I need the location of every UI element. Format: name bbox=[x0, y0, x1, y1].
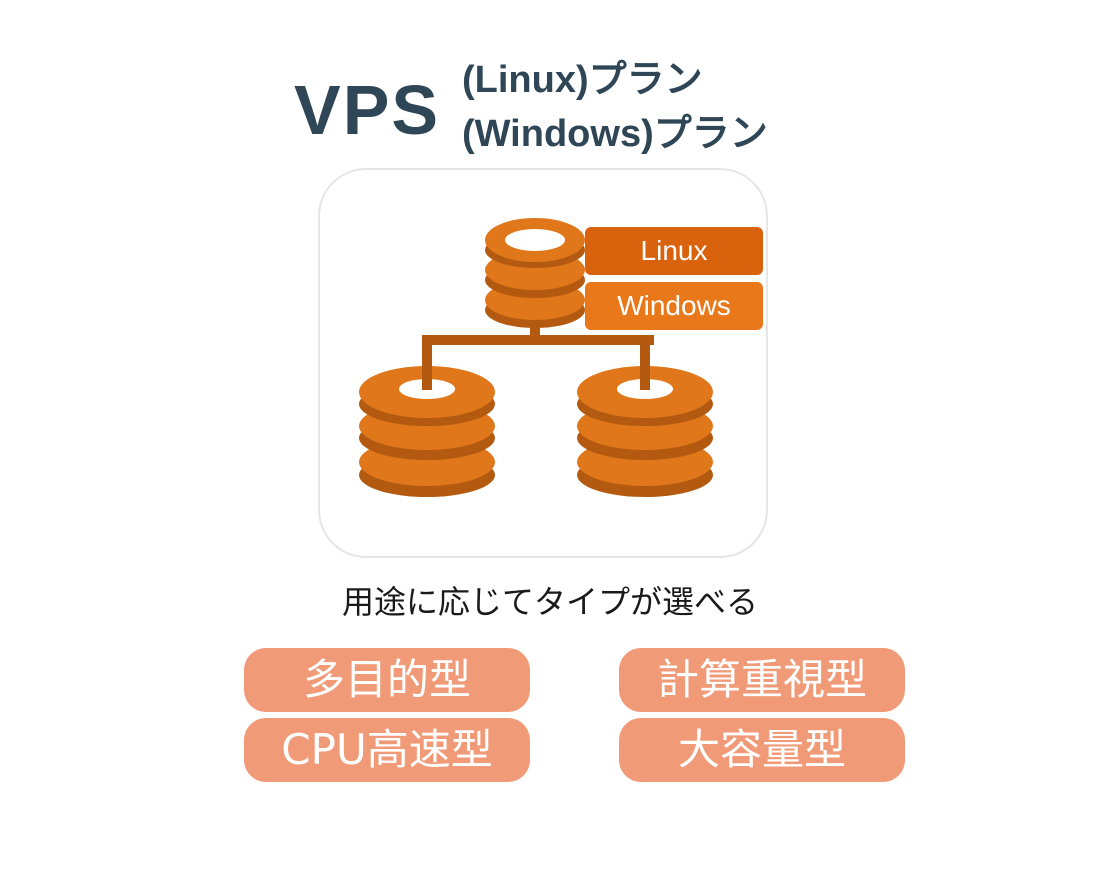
type-badge-multipurpose: 多目的型 bbox=[244, 648, 530, 712]
server-diagram-card: Linux Windows bbox=[318, 168, 768, 558]
caption: 用途に応じてタイプが選べる bbox=[341, 583, 758, 621]
type-badge-large-capacity: 大容量型 bbox=[619, 718, 905, 782]
server-right-icon bbox=[577, 366, 713, 497]
server-left-icon bbox=[359, 366, 495, 497]
server-diagram: Linux Windows bbox=[359, 218, 763, 497]
plan-windows: (Windows)プラン bbox=[462, 113, 768, 155]
os-label-windows: Windows bbox=[585, 282, 763, 330]
plan-linux: (Linux)プラン bbox=[462, 59, 703, 101]
os-label-linux: Linux bbox=[585, 227, 763, 275]
os-label-linux-text: Linux bbox=[641, 235, 708, 266]
os-label-windows-text: Windows bbox=[617, 290, 731, 321]
server-top-icon bbox=[485, 218, 585, 328]
vps-logo: VPS bbox=[294, 71, 441, 149]
type-badge-cpu-fast: CPU高速型 bbox=[244, 718, 530, 782]
type-badge-compute: 計算重視型 bbox=[619, 648, 905, 712]
